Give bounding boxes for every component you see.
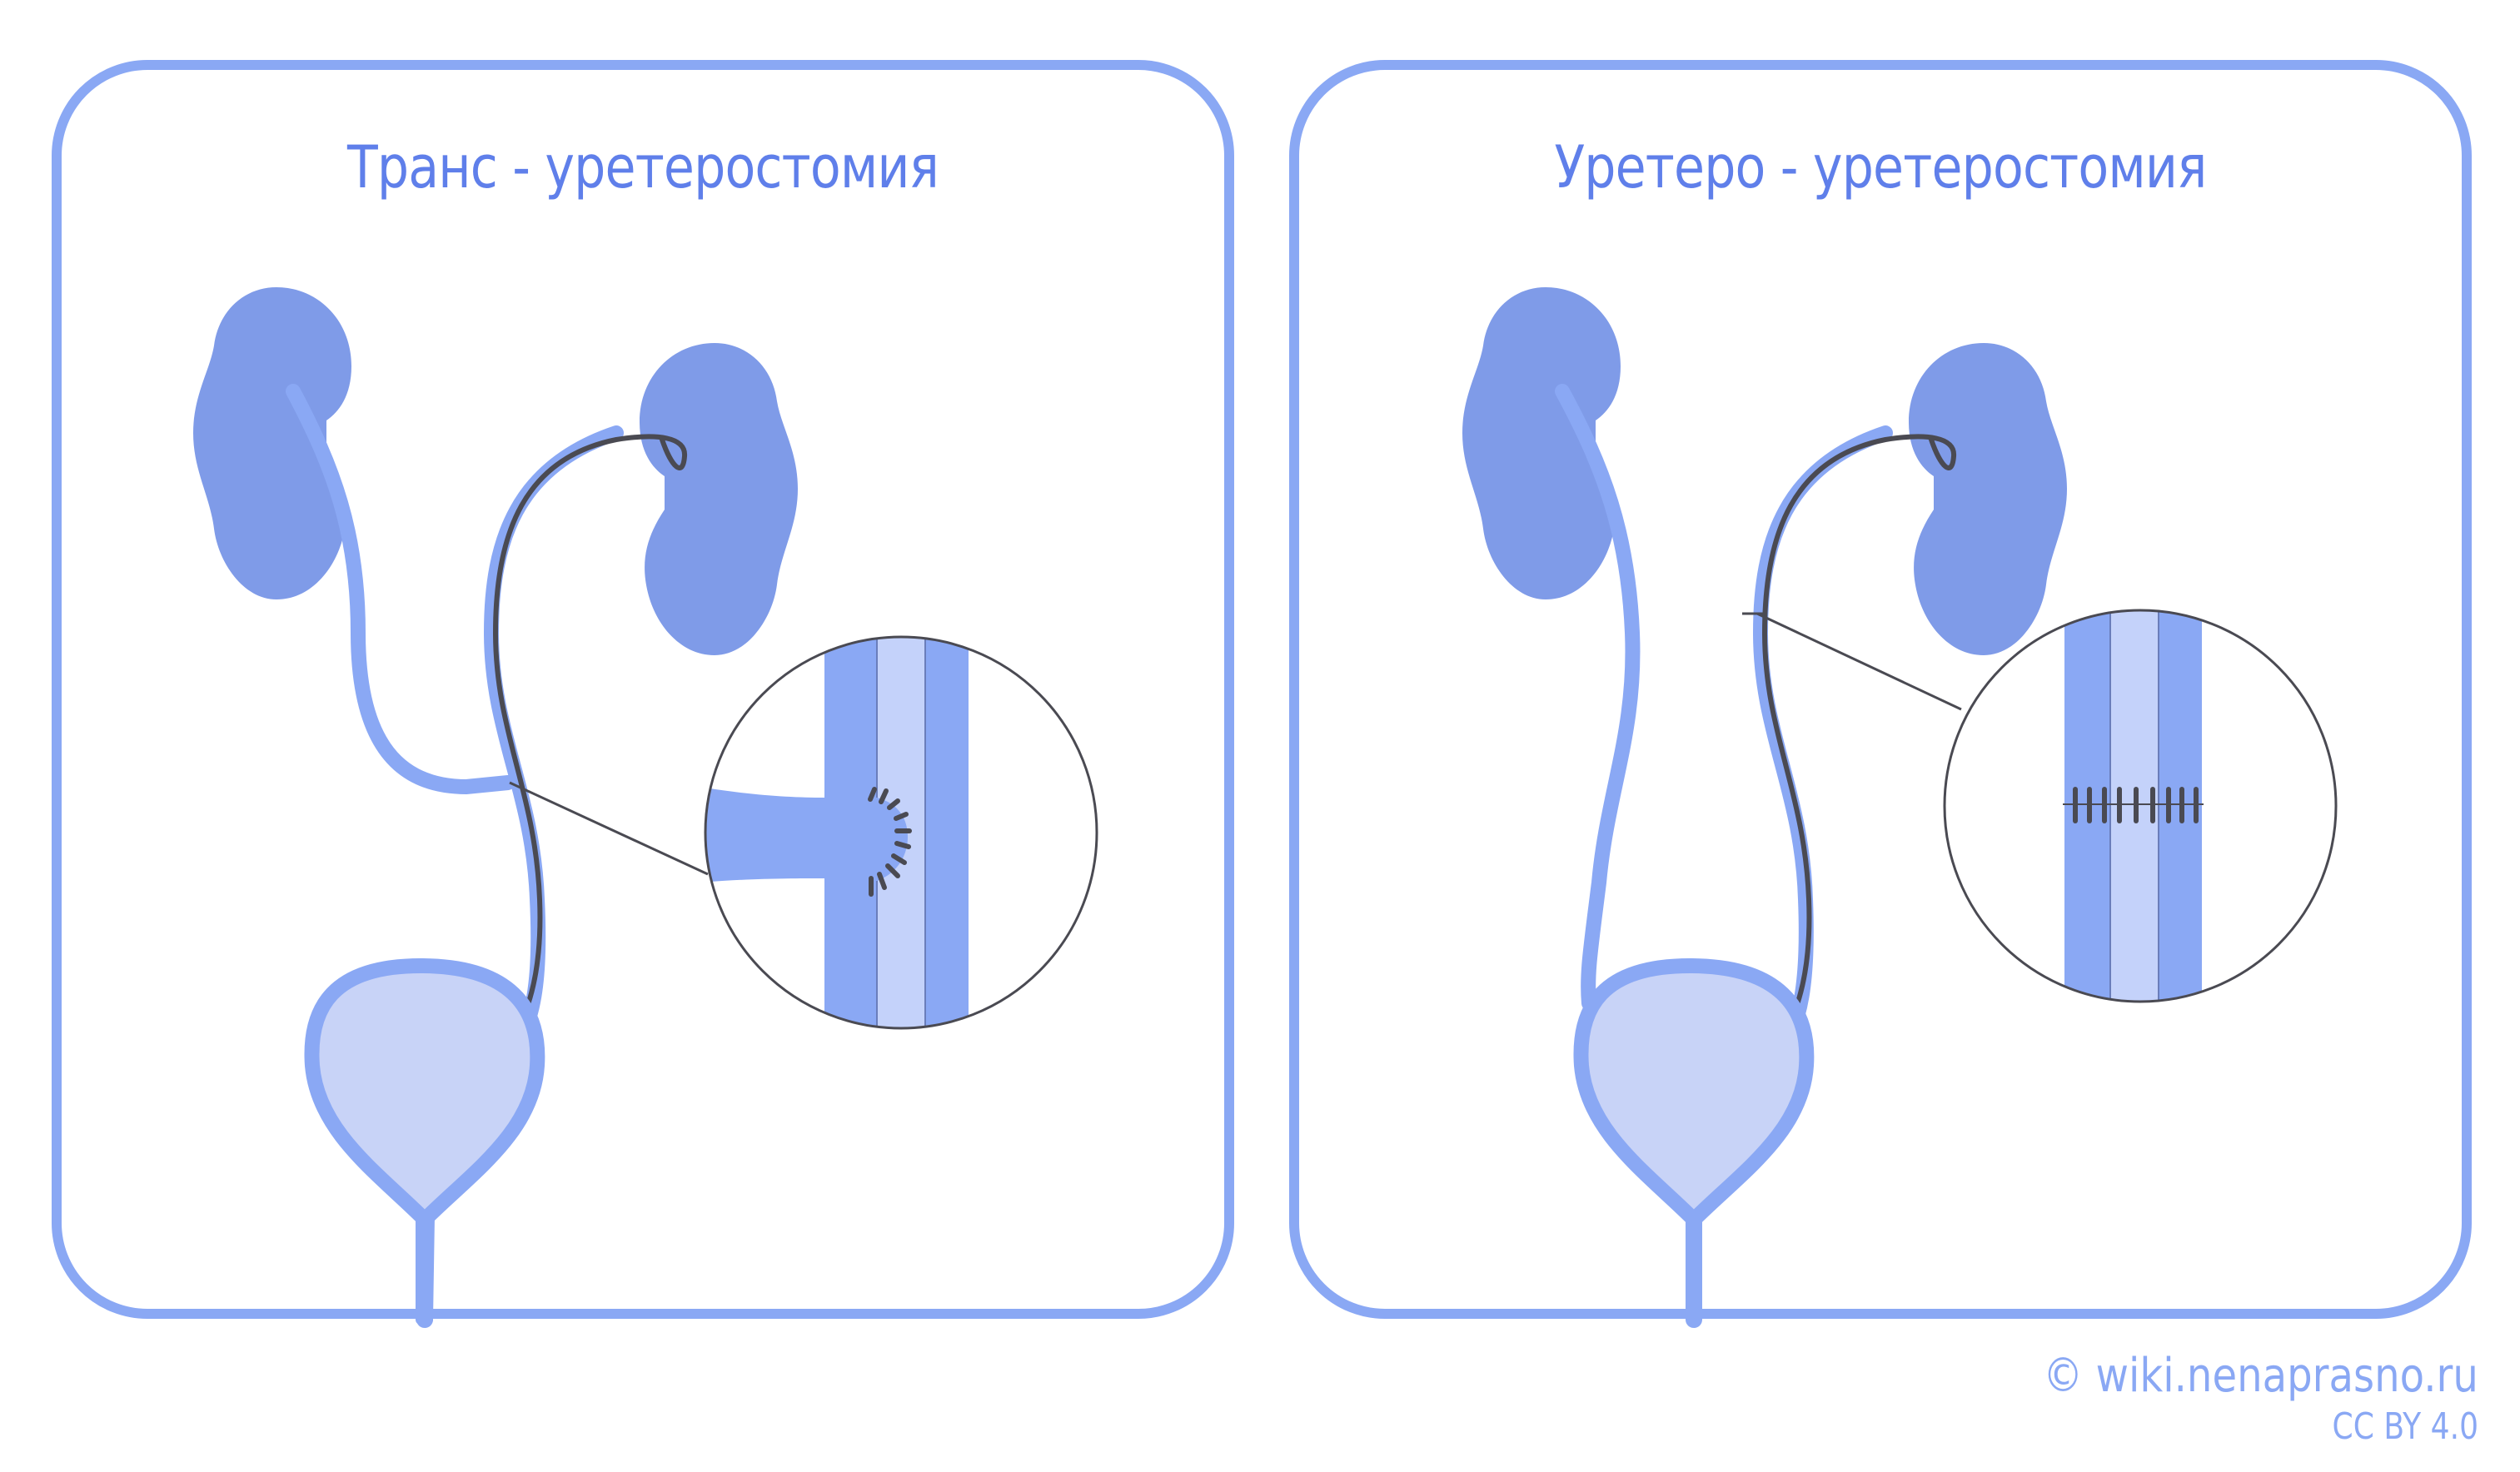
panel-title: Уретеро - уретеростомия	[1554, 133, 2207, 201]
right-diagram	[1462, 287, 2338, 1328]
magnifier-leader	[1756, 612, 1962, 711]
panel-trans-ureterostomy: Транс - уретеростомия	[52, 60, 1234, 1319]
copyright-credit: © wiki.nenaprasno.ru	[2043, 1349, 2478, 1403]
kidney-icon	[193, 287, 351, 599]
kidney-icon	[640, 343, 798, 655]
magnifier-detail	[705, 637, 969, 1028]
suture-marks	[2073, 787, 2199, 823]
magnifier-leader	[509, 781, 709, 876]
magnifier-detail	[2063, 610, 2204, 1002]
suture-marks	[868, 787, 912, 897]
kidney-icon	[1462, 287, 1621, 599]
kidney-icon	[1909, 343, 2067, 655]
ureter-left	[1555, 384, 1641, 1011]
magnifier-circle	[704, 635, 1098, 1030]
left-diagram	[193, 287, 1098, 1328]
magnifier-circle	[1943, 609, 2338, 1003]
panel-title: Транс - уретеростомия	[346, 133, 939, 201]
license-label: CC BY 4.0	[2332, 1405, 2478, 1448]
bladder-icon	[1573, 957, 1815, 1231]
ureter-left	[286, 384, 515, 795]
bladder-icon	[304, 957, 545, 1231]
panel-uretero-ureterostomy: Уретеро - уретеростомия	[1289, 60, 2472, 1319]
